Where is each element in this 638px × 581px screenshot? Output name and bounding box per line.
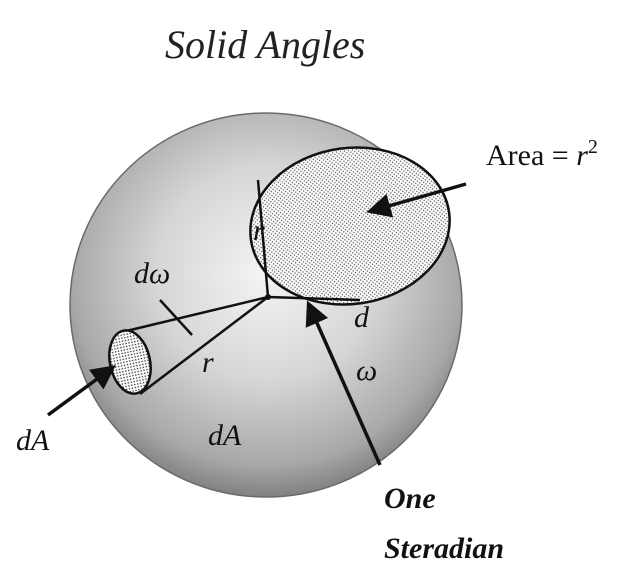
steradian-arrow xyxy=(305,300,382,466)
sphere-center xyxy=(265,294,271,300)
small-cone-edge-lower xyxy=(139,296,269,395)
cone-edge-right xyxy=(267,295,361,302)
area-label-var: r xyxy=(576,139,588,172)
radius-label-lower: r xyxy=(202,346,214,379)
d-omega-leader xyxy=(159,299,193,336)
area-label-prefix: Area = xyxy=(486,139,576,172)
d-omega-label: dω xyxy=(134,257,170,290)
radius-label-upper: r xyxy=(253,214,265,247)
dA-label-outside: dA xyxy=(16,424,50,457)
dA-label-inside: dA xyxy=(208,419,242,452)
cone-edge-upper xyxy=(256,179,270,298)
dA-arrow xyxy=(46,365,116,417)
steradian-label: Steradian xyxy=(384,532,504,565)
diagram-title: Solid Angles xyxy=(165,22,365,67)
area-label-exponent: 2 xyxy=(588,136,598,158)
area-label: Area = r2 xyxy=(486,136,598,172)
area-arrow xyxy=(366,182,467,218)
omega-label: ω xyxy=(356,354,377,387)
d-label-right: d xyxy=(354,301,370,334)
small-cone-edge-upper xyxy=(121,295,269,334)
one-label: One xyxy=(384,482,436,515)
steradian-patch xyxy=(249,146,451,306)
